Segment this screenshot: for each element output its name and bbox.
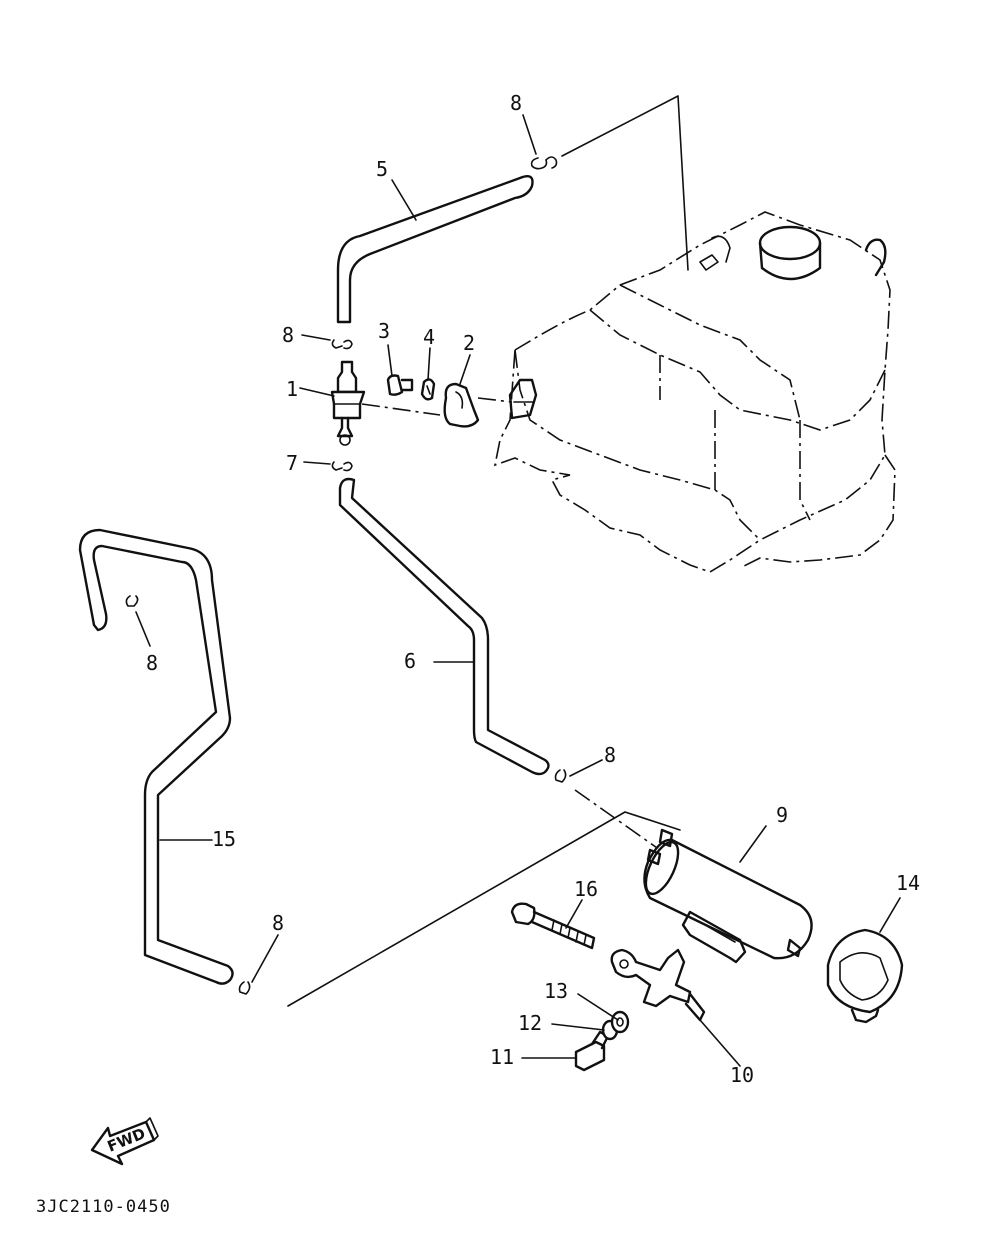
holder-2 <box>443 382 480 428</box>
callout-9: 9 <box>776 803 788 827</box>
washer-13 <box>610 1010 630 1034</box>
fwd-arrow-icon: FWD <box>90 1117 159 1166</box>
callout-3: 3 <box>378 319 390 343</box>
reference-lines <box>287 95 689 1007</box>
cap-14 <box>826 928 904 1024</box>
hose-15 <box>78 528 234 985</box>
callout-8-filter-top: 8 <box>282 323 294 347</box>
callout-8-top: 8 <box>510 91 522 115</box>
callout-8-left: 8 <box>146 651 158 675</box>
callout-11: 11 <box>490 1045 514 1069</box>
fuel-tank <box>493 211 896 573</box>
bolt-16 <box>510 902 596 950</box>
hose-6 <box>338 477 550 776</box>
callout-5: 5 <box>376 157 388 181</box>
callout-16: 16 <box>574 877 598 901</box>
bracket-10 <box>610 948 706 1022</box>
callout-8-mid: 8 <box>604 743 616 767</box>
clips <box>125 156 567 995</box>
washer-4 <box>420 378 436 401</box>
callout-13: 13 <box>544 979 568 1003</box>
callout-8-bottom: 8 <box>272 911 284 935</box>
callout-6: 6 <box>404 649 416 673</box>
callout-labels: 8 5 8 3 4 2 1 7 8 6 8 9 15 16 14 8 13 12… <box>146 91 920 1087</box>
fuel-filter-1 <box>330 360 366 446</box>
bolt-11 <box>574 1030 610 1072</box>
callout-leaders <box>135 114 901 1067</box>
callout-10: 10 <box>730 1063 754 1087</box>
callout-7: 7 <box>286 451 298 475</box>
diagram-code: 3JC2110-0450 <box>36 1197 171 1217</box>
callout-4: 4 <box>423 325 435 349</box>
callout-1: 1 <box>286 377 298 401</box>
callout-12: 12 <box>518 1011 542 1035</box>
tank-outlet-fitting <box>508 378 538 420</box>
fuel-pump-9 <box>643 828 813 964</box>
hose-5 <box>336 175 534 324</box>
callout-14: 14 <box>896 871 920 895</box>
callout-15: 15 <box>212 827 236 851</box>
callout-2: 2 <box>463 331 475 355</box>
collar-3 <box>386 374 414 396</box>
